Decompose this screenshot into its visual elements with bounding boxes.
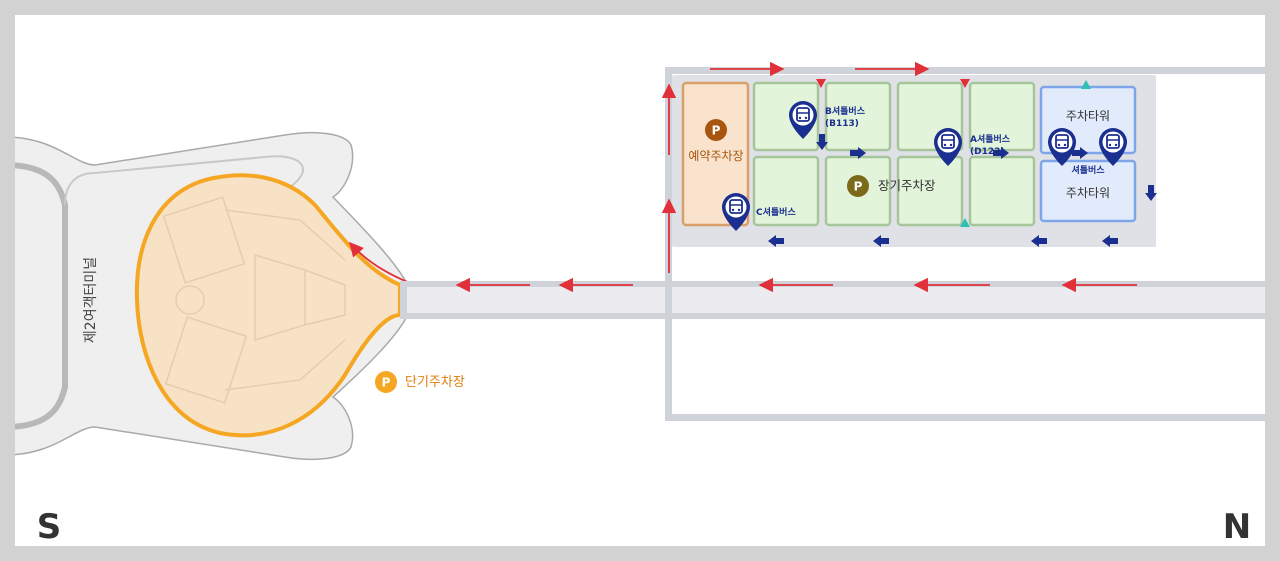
entry-curve-arrow	[349, 241, 411, 284]
shuttle-b-code: (B113)	[825, 119, 859, 129]
shuttle-stop-b[interactable]: B셔틀버스 (B113)	[788, 100, 866, 140]
shuttle-a-label: A셔틀버스	[970, 133, 1011, 145]
reserved-parking-area[interactable]	[681, 81, 750, 227]
long-term-parking-label: 장기주차장	[878, 178, 936, 193]
long-term-zone-8[interactable]	[968, 155, 1036, 227]
short-term-parking-marker[interactable]: P 단기주차장	[375, 371, 465, 393]
long-term-parking-marker[interactable]: P 장기주차장	[847, 175, 936, 197]
compass-south: S	[37, 507, 62, 546]
shuttle-tower-label: 셔틀버스	[1071, 164, 1105, 176]
shuttle-c-label: C셔틀버스	[756, 206, 796, 218]
long-term-zone-2[interactable]	[752, 155, 820, 227]
shuttle-stop-tower[interactable]: 셔틀버스	[1047, 127, 1128, 176]
entrance-markers	[816, 79, 1091, 227]
parking-symbol-icon: P	[712, 124, 721, 138]
compass-north: N	[1223, 507, 1251, 546]
shuttle-b-label: B셔틀버스	[825, 105, 866, 117]
reserved-parking-label: 예약주차장	[688, 148, 743, 163]
parking-tower-south-label: 주차타워	[1066, 186, 1110, 200]
parking-symbol-icon: P	[382, 376, 391, 390]
parking-tower-north-label: 주차타워	[1066, 109, 1110, 123]
long-term-zone-6[interactable]	[896, 155, 964, 227]
shuttle-stop-c[interactable]: C셔틀버스	[721, 192, 796, 232]
terminal-label: 제2여객터미널	[83, 257, 99, 343]
short-term-parking-area[interactable]	[134, 173, 402, 438]
short-term-parking-label: 단기주차장	[405, 375, 465, 390]
shuttle-stop-a[interactable]: A셔틀버스 (D122)	[933, 127, 1011, 167]
reserved-parking-marker[interactable]: P 예약주차장	[688, 119, 744, 163]
parking-symbol-icon: P	[854, 180, 863, 194]
parking-tower-south[interactable]	[1039, 159, 1137, 223]
traffic-arrows-red	[455, 61, 1137, 293]
map-frame: 제2여객터미널 P 단기주차장	[15, 15, 1265, 546]
shuttle-a-code: (D122)	[970, 147, 1004, 157]
parking-map: 제2여객터미널 P 단기주차장	[15, 61, 1265, 546]
